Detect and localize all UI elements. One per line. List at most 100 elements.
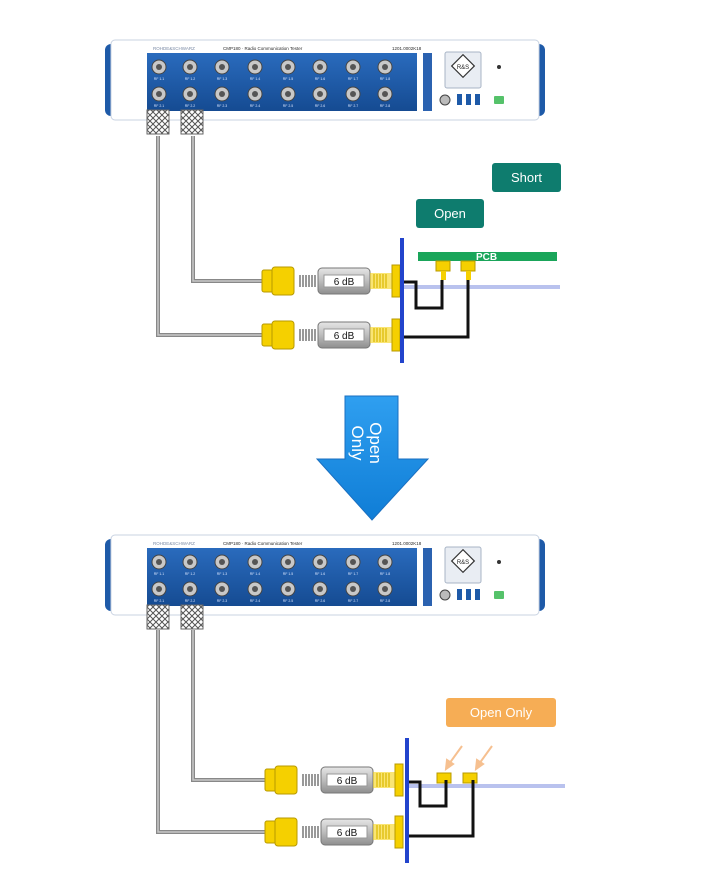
sma-adapter (373, 824, 395, 840)
port-label: RF 1.8 (380, 77, 391, 81)
panel-flange (394, 763, 404, 797)
port-label: RF 1.5 (283, 572, 294, 576)
usb-port[interactable] (475, 94, 480, 105)
usb-port[interactable] (457, 94, 462, 105)
port-label: RF 2.4 (250, 599, 261, 603)
signal-chain-top-2: 6 dB (261, 318, 401, 352)
rf-port-pin (219, 91, 225, 97)
port-label: RF 1.7 (348, 77, 359, 81)
usb-port[interactable] (466, 589, 471, 600)
usb-port[interactable] (466, 94, 471, 105)
rf-port-pin (382, 64, 388, 70)
cable-boot-left (146, 604, 170, 630)
rf-port-pin (156, 586, 162, 592)
port-label: RF 1.4 (250, 572, 261, 576)
port-label: RF 2.1 (154, 104, 165, 108)
port-label: RF 1.6 (315, 572, 326, 576)
dut-area-bottom (405, 738, 565, 863)
rf-port-pin (252, 64, 258, 70)
probe-connectors (435, 260, 476, 280)
rs-logo-text: R&S (457, 560, 469, 566)
open-only-button[interactable]: Open Only (446, 698, 556, 727)
transition-label: Open Only (341, 413, 391, 473)
rf-port-pin (156, 559, 162, 565)
instrument-serial: 1201.0002K18 (392, 46, 422, 51)
rf-port-pin (219, 559, 225, 565)
port-label: RF 1.3 (217, 77, 228, 81)
sma-adapter (370, 273, 392, 289)
power-button[interactable] (494, 96, 504, 104)
cables-top-core (157, 136, 262, 336)
rf-port-pin (382, 91, 388, 97)
attenuator-label-box (326, 825, 368, 839)
sma-connector-nut (274, 817, 298, 847)
power-button[interactable] (494, 591, 504, 599)
rs-logo-text: R&S (457, 65, 469, 71)
port-label: RF 2.4 (250, 104, 261, 108)
port-label: RF 2.8 (380, 599, 391, 603)
test-wires (404, 280, 470, 339)
attenuator-label-box (326, 773, 368, 787)
rf-port-pin (350, 64, 356, 70)
rf-port-pin (285, 91, 291, 97)
rs-logo-icon (450, 53, 476, 79)
rf-port-pin (156, 64, 162, 70)
port-label: RF 1.2 (185, 77, 196, 81)
port-label: RF 1.4 (250, 77, 261, 81)
usb-port[interactable] (475, 589, 480, 600)
sma-adapter (373, 772, 395, 788)
port-label: RF 1.1 (154, 572, 165, 576)
power-knob[interactable] (439, 94, 451, 106)
instrument-top: ROHDE&SCHWARZ CMP180 · Radio Communicatio… (105, 39, 545, 135)
cables-bottom (156, 630, 265, 834)
cable-boot-right (180, 109, 204, 135)
port-label: RF 1.7 (348, 572, 359, 576)
rf-port-pin (187, 91, 193, 97)
cable-boot-left (146, 109, 170, 135)
port-label: RF 1.8 (380, 572, 391, 576)
instrument-brand: ROHDE&SCHWARZ (153, 46, 195, 51)
instrument-model: CMP180 · Radio Communication Tester (223, 46, 303, 51)
sma-adapter (370, 327, 392, 343)
rf-port-pin (317, 586, 323, 592)
port-label: RF 1.1 (154, 77, 165, 81)
port-label: RF 1.2 (185, 572, 196, 576)
pcb-board (418, 252, 557, 261)
port-label: RF 2.8 (380, 104, 391, 108)
attenuator-label-box (323, 274, 365, 288)
short-button[interactable]: Short (492, 163, 561, 192)
port-label: RF 2.7 (348, 104, 359, 108)
rf-port-pin (252, 91, 258, 97)
rf-port-pin (317, 559, 323, 565)
port-label: RF 2.3 (217, 104, 228, 108)
instrument-brand: ROHDE&SCHWARZ (153, 541, 195, 546)
usb-port[interactable] (457, 589, 462, 600)
rf-port-pin (350, 91, 356, 97)
power-led-icon (497, 560, 501, 564)
rs-logo-icon (450, 548, 476, 574)
rf-port-pin (252, 559, 258, 565)
rf-port-pin (350, 586, 356, 592)
open-button[interactable]: Open (416, 199, 484, 228)
rf-port-pin (156, 91, 162, 97)
board-edge (405, 738, 409, 863)
power-knob[interactable] (439, 589, 451, 601)
rf-port-pin (317, 91, 323, 97)
rf-port-pin (219, 64, 225, 70)
dut-area-top: PCB (400, 238, 560, 363)
panel-tab (423, 548, 432, 606)
signal-chain-bottom-1: 6 dB (264, 763, 404, 797)
port-label: RF 2.5 (283, 599, 294, 603)
port-label: RF 1.6 (315, 77, 326, 81)
port-label: RF 2.6 (315, 599, 326, 603)
panel-flange (391, 264, 401, 298)
cables-bottom-core (157, 630, 265, 833)
attenuator-label: 6 dB (334, 331, 355, 342)
port-label: RF 1.5 (283, 77, 294, 81)
port-label: RF 2.2 (185, 599, 196, 603)
port-label: RF 1.3 (217, 572, 228, 576)
rf-port-pin (252, 586, 258, 592)
test-wires (409, 780, 475, 838)
rf-port-pin (187, 586, 193, 592)
